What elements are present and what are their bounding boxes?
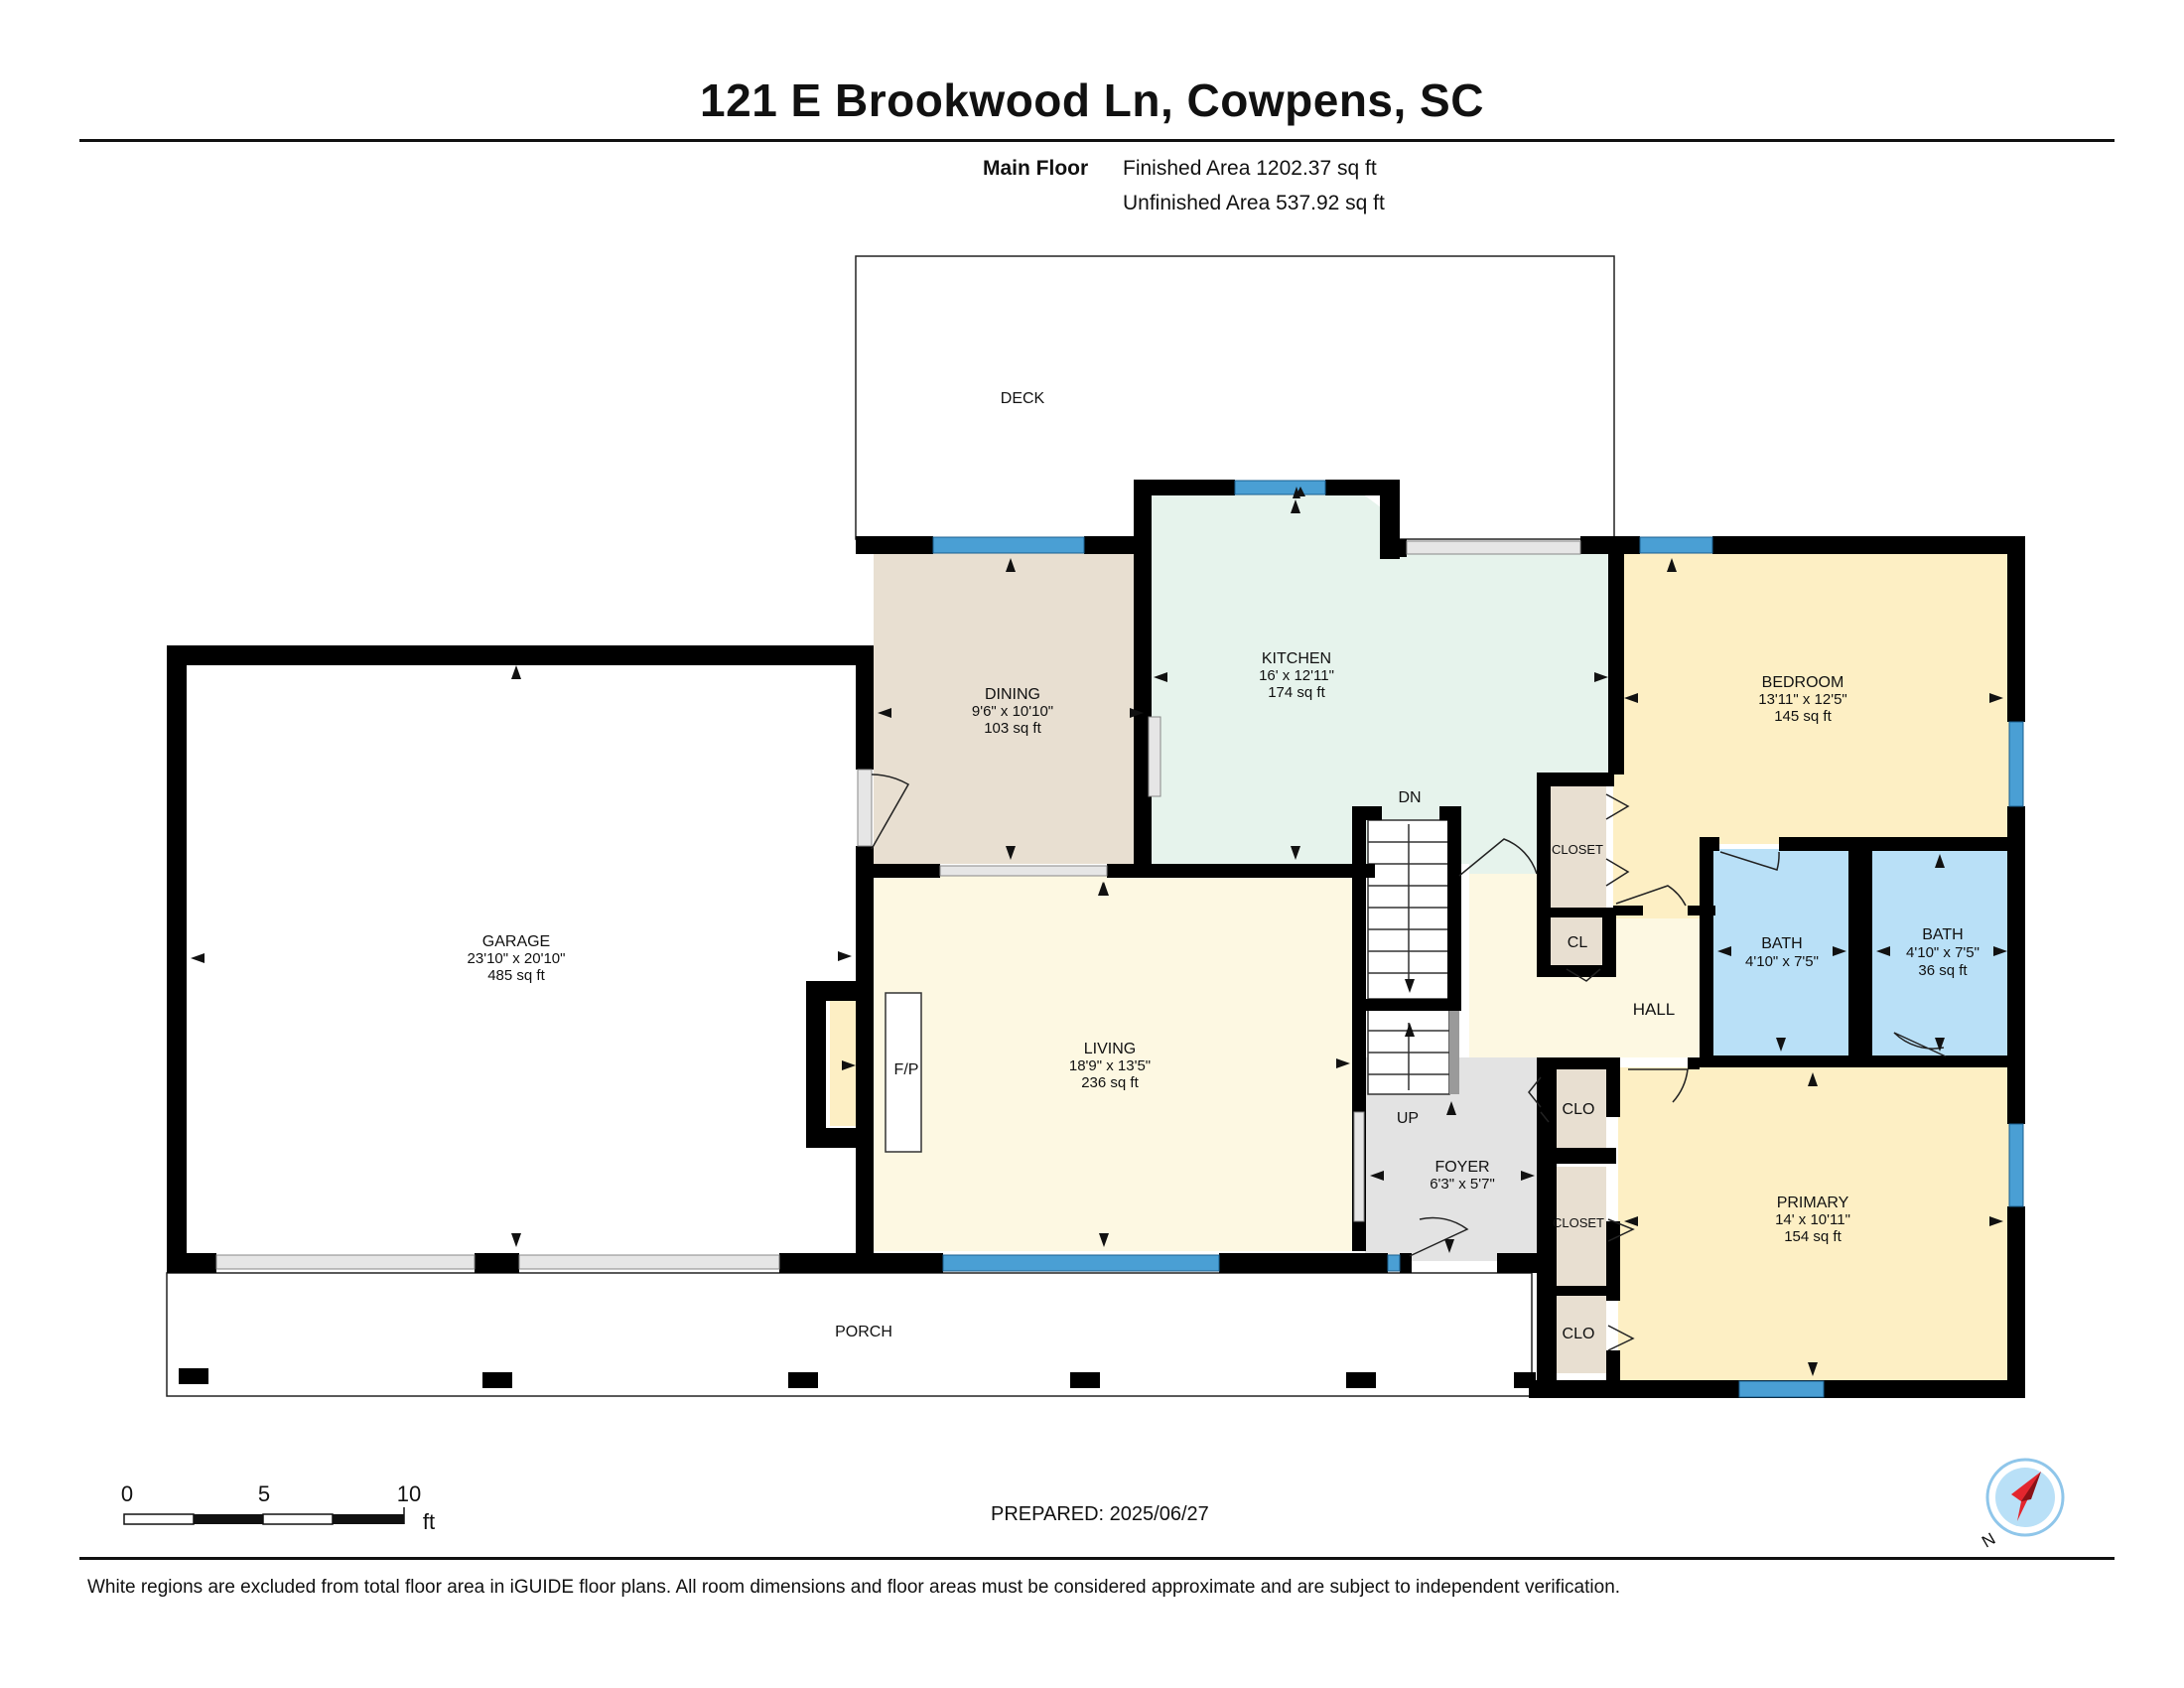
clo-primary-label: CLO [1563,1326,1595,1342]
hearth-outline [885,992,922,1153]
bath1-label: BATH [1761,935,1802,952]
dimension-arrows [191,487,2007,1376]
bedroom-area-text: 145 sq ft [1774,708,1832,725]
living-dims: 18'9" x 13'5" [1069,1057,1151,1074]
floor-label: Main Floor [983,157,1089,180]
dining-area [874,552,1149,864]
bath2-dims: 4'10" x 7'5" [1906,944,1979,961]
scale-bar [123,1507,405,1525]
bath1-dims: 4'10" x 7'5" [1745,953,1819,970]
living-area [874,874,1355,1251]
closet-primary-area [1552,1167,1606,1286]
stairs-down-label: DN [1398,789,1421,806]
fireplace-label: F/P [894,1061,919,1078]
dining-label: DINING [985,686,1040,703]
bedroom-dims: 13'11" x 12'5" [1758,691,1847,708]
finished-area: Finished Area 1202.37 sq ft [1123,157,1377,180]
primary-area [1618,1067,2015,1382]
clo-primary-area [1552,1294,1606,1373]
prepared-date: PREPARED: 2025/06/27 [991,1503,1209,1525]
foyer-dims: 6'3" x 5'7" [1430,1176,1495,1193]
garage-area-text: 485 sq ft [487,967,545,984]
disclaimer: White regions are excluded from total fl… [87,1577,1621,1598]
foyer-label: FOYER [1434,1159,1489,1176]
deck-label: DECK [1001,390,1045,407]
bath1-area [1711,849,1850,1057]
page-title: 121 E Brookwood Ln, Cowpens, SC [700,74,1484,126]
bath2-label: BATH [1922,926,1963,943]
footer-rule [79,1557,2115,1560]
kitchen-area-text: 174 sq ft [1268,684,1325,701]
compass-north-label: N [1979,1529,1998,1552]
scale-unit: ft [423,1509,435,1534]
garage-label: GARAGE [482,933,550,950]
primary-label: PRIMARY [1777,1195,1849,1211]
closet-primary-label: CLOSET [1553,1215,1604,1230]
hall-label: HALL [1633,1000,1676,1019]
scale-tick-5: 5 [258,1481,270,1506]
stairs-up [1367,1008,1450,1095]
bedroom-label: BEDROOM [1762,674,1844,691]
kitchen-label: KITCHEN [1262,650,1331,667]
door-openings [215,540,1581,1270]
windows [932,480,2024,1398]
closet-bed-area [1549,786,1606,908]
kitchen-dims: 16' x 12'11" [1259,667,1334,684]
stairs-down [1367,819,1450,1000]
clo-foyer-label: CLO [1563,1101,1595,1118]
header-rule [79,139,2115,142]
scale-tick-10: 10 [397,1481,421,1506]
dining-area-text: 103 sq ft [984,720,1041,737]
living-label: LIVING [1084,1041,1136,1057]
clo-foyer-area [1552,1068,1606,1148]
dining-dims: 9'6" x 10'10" [972,703,1053,720]
garage-dims: 23'10" x 20'10" [468,950,566,967]
stair-rail [1449,1009,1459,1094]
unfinished-area: Unfinished Area 537.92 sq ft [1123,192,1385,214]
cl-bed-area [1549,915,1606,967]
porch-label: PORCH [835,1324,892,1340]
garage-area [179,657,864,1265]
living-area-text: 236 sq ft [1081,1074,1139,1091]
bath2-area [1872,849,2011,1057]
scale-tick-0: 0 [121,1481,133,1506]
closet-bed-label: CLOSET [1552,842,1603,857]
bedroom-area [1613,552,2015,918]
stairs-up-label: UP [1397,1110,1419,1127]
kitchen-area [1149,493,1613,874]
primary-area-text: 154 sq ft [1784,1228,1842,1245]
compass-icon [1985,1458,2065,1537]
cl-bed-label: CL [1568,934,1588,951]
porch-area [166,1272,1533,1397]
bath2-area-text: 36 sq ft [1918,962,1968,979]
door-swings [871,774,1947,1351]
primary-dims: 14' x 10'11" [1775,1211,1850,1228]
